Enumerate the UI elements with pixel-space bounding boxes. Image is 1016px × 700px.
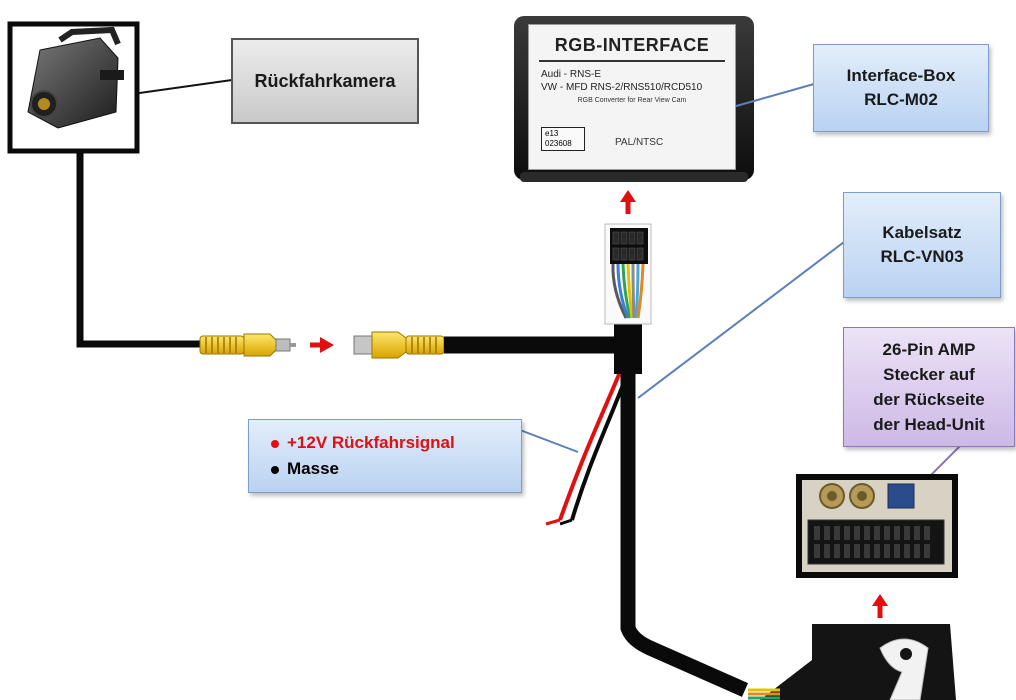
cert-line-1: e13 bbox=[545, 129, 559, 138]
connector-callout: 26-Pin AMP Stecker auf der Rückseite der… bbox=[843, 327, 1015, 447]
interface-box-line-converter: RGB Converter for Rear View Cam bbox=[577, 97, 687, 104]
headunit-connector-photo bbox=[796, 474, 958, 578]
cable-callout-line1: Kabelsatz bbox=[882, 223, 962, 242]
interface-box-line-vw: VW - MFD RNS-2/RNS510/RCD510 bbox=[541, 82, 703, 93]
interface-box-rule bbox=[539, 60, 725, 62]
connector-callout-line3: der Rückseite bbox=[873, 390, 985, 409]
harness-junction bbox=[614, 322, 642, 374]
interface-callout-line bbox=[721, 83, 815, 111]
connect-arrow bbox=[310, 337, 334, 353]
headunit-arrow bbox=[872, 594, 888, 618]
red-bullet-icon bbox=[271, 439, 279, 448]
cinch-plug-female bbox=[353, 331, 445, 359]
signal-callout: +12V Rückfahrsignal Masse bbox=[248, 419, 522, 493]
signal-callout-line bbox=[519, 429, 579, 453]
connector-callout-line2: Stecker auf bbox=[883, 365, 975, 384]
cinch-plug-male bbox=[199, 333, 296, 357]
interface-box-line-audi: Audi - RNS-E bbox=[541, 69, 602, 80]
black-bullet-icon bbox=[271, 465, 279, 474]
interface-box-label: RGB-INTERFACE Audi - RNS-E VW - MFD RNS-… bbox=[528, 24, 736, 170]
cable-callout: Kabelsatz RLC-VN03 bbox=[843, 192, 1001, 298]
amp-plug bbox=[748, 624, 956, 700]
cert-line-2: 023608 bbox=[545, 139, 572, 148]
harness-trunk bbox=[620, 370, 749, 697]
camera-callout-text: Rückfahrkamera bbox=[254, 70, 396, 91]
camera-callout: Rückfahrkamera bbox=[231, 38, 419, 124]
signal-ground: Masse bbox=[271, 456, 521, 482]
camera-callout-line bbox=[124, 79, 233, 96]
interface-callout: Interface-Box RLC-M02 bbox=[813, 44, 989, 132]
camera-cable bbox=[76, 128, 205, 348]
interface-callout-line1: Interface-Box bbox=[846, 66, 956, 85]
interface-callout-line2: RLC-M02 bbox=[864, 90, 938, 109]
signal-ground-text: Masse bbox=[287, 459, 339, 478]
interface-arrow bbox=[620, 190, 636, 214]
cable-callout-line bbox=[637, 241, 845, 399]
signal-plus12v-text: +12V Rückfahrsignal bbox=[287, 433, 455, 452]
cable-callout-line2: RLC-VN03 bbox=[880, 247, 964, 266]
camera-photo bbox=[7, 21, 140, 154]
connector-callout-line1: 26-Pin AMP bbox=[882, 340, 976, 359]
power-wires bbox=[545, 371, 630, 526]
interface-box-title: RGB-INTERFACE bbox=[554, 35, 710, 55]
signal-plus12v: +12V Rückfahrsignal bbox=[271, 430, 521, 456]
connector-callout-line4: der Head-Unit bbox=[873, 415, 985, 434]
interface-box-video-standard: PAL/NTSC bbox=[615, 137, 664, 148]
molex-plug bbox=[604, 223, 652, 325]
interface-box-certification: e13 023608 bbox=[541, 127, 585, 151]
